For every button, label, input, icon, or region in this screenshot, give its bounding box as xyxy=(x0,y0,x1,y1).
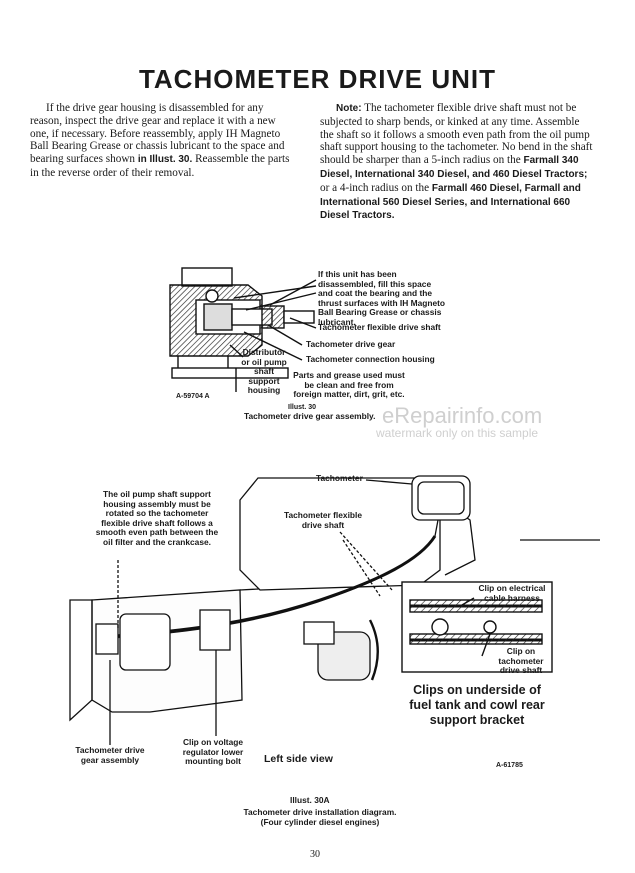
figure1-caption: Tachometer drive gear assembly. xyxy=(244,411,376,421)
figure1-illust-label: Illust. 30 xyxy=(288,404,317,411)
connection-housing-callout: Tachometer connection housing xyxy=(306,354,435,364)
page-number: 30 xyxy=(310,849,320,860)
clean-parts-callout: Parts and grease used must be clean and … xyxy=(293,370,405,400)
clip-cable-callout: Clip on electrical cable harness xyxy=(478,583,546,603)
intro-text: If the drive gear housing is disassemble… xyxy=(30,102,285,166)
clip-drive-shaft-callout: Clip on tachometer drive shaft xyxy=(498,646,544,676)
clips-underside-callout: Clips on underside of fuel tank and cowl… xyxy=(409,683,545,727)
gear-assembly-callout: Tachometer drive gear assembly xyxy=(75,745,145,765)
intro-text-end: Reassemble the parts in the reverse orde… xyxy=(30,153,290,179)
figure2-illust-label: Illust. 30A xyxy=(290,795,330,805)
note-label: Note: xyxy=(336,103,362,114)
support-housing-callout: Distributor or oil pump shaft support ho… xyxy=(241,347,287,396)
tractor-models-2: Farmall 460 Diesel, Farmall and Internat… xyxy=(320,182,581,222)
drive-gear-callout: Tachometer drive gear xyxy=(306,339,396,349)
figure1-number: A-59704 A xyxy=(176,393,210,400)
figure2-caption-line1: Tachometer drive installation diagram. xyxy=(243,807,397,817)
page-title: TACHOMETER DRIVE UNIT xyxy=(138,64,497,94)
view-label: Left side view xyxy=(264,753,333,765)
tractor-models-1: Farmall 340 Diesel, International 340 Di… xyxy=(320,155,588,180)
note-paragraph: Note: The tachometer flexible drive shaf… xyxy=(320,102,595,223)
voltage-clip-callout: Clip on voltage regulator lower mounting… xyxy=(182,737,244,767)
grease-callout: If this unit has been disassembled, fill… xyxy=(318,269,446,327)
illust-reference: in Illust. 30. xyxy=(137,154,193,166)
figure2-caption-line2: (Four cylinder diesel engines) xyxy=(260,817,380,827)
figure2-number: A-61785 xyxy=(496,762,523,769)
note-text: The tachometer flexible drive shaft must… xyxy=(320,102,593,167)
tachometer-callout: Tachometer xyxy=(316,473,363,483)
oil-pump-callout: The oil pump shaft support housing assem… xyxy=(95,489,219,547)
watermark-note: watermark only on this sample xyxy=(376,426,539,440)
flex-drive-shaft-callout: Tachometer flexible drive shaft xyxy=(283,510,363,530)
note-text-mid: or a 4-inch radius on the xyxy=(320,181,430,194)
flex-shaft-callout: Tachometer flexible drive shaft xyxy=(318,322,441,332)
intro-paragraph: If the drive gear housing is disassemble… xyxy=(30,102,295,180)
watermark-site: eRepairinfo.com xyxy=(382,403,543,428)
